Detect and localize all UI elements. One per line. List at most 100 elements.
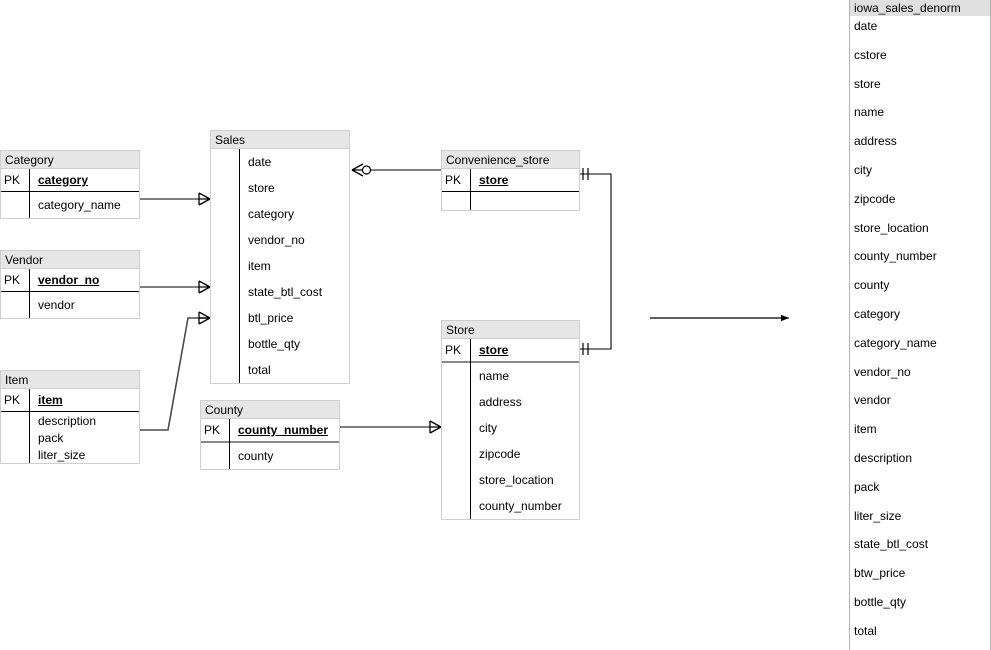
pk-separator: [442, 361, 579, 363]
denorm-column-item[interactable]: vendor_no: [854, 364, 911, 379]
pk-separator: [1, 291, 139, 292]
denorm-column-item[interactable]: category: [854, 306, 901, 321]
denorm-panel-title: iowa_sales_denorm: [850, 0, 990, 16]
denorm-column-item[interactable]: name: [854, 105, 885, 120]
primary-key-row: PK store: [442, 339, 579, 361]
attribute-row: vendor: [1, 292, 139, 318]
attribute-name: county: [238, 449, 274, 463]
entity-body-store: PK store name address city zipcode store_locat…: [442, 339, 579, 519]
attribute-row: item: [211, 253, 349, 279]
attribute-row: city: [442, 415, 579, 441]
pk-field-name: county_number: [238, 423, 329, 437]
entity-title-category: Category: [1, 151, 139, 169]
denorm-column-item[interactable]: btw_price: [854, 566, 906, 581]
attribute-name: name: [479, 369, 510, 383]
attribute-row: address: [442, 389, 579, 415]
denorm-column-item[interactable]: item: [854, 422, 877, 437]
attribute-row: [442, 192, 579, 210]
attribute-name: btl_price: [248, 311, 294, 325]
attribute-row: category: [211, 201, 349, 227]
pk-field-name: store: [479, 343, 509, 357]
attribute-row: county_number: [442, 493, 579, 519]
attribute-name: store: [248, 181, 275, 195]
denorm-column-item[interactable]: category_name: [854, 335, 937, 350]
pk-field-name: vendor_no: [38, 273, 100, 287]
pk-separator: [1, 411, 139, 412]
attribute-name: bottle_qty: [248, 337, 301, 351]
attribute-row: county: [201, 443, 339, 469]
attribute-name: category: [248, 207, 295, 221]
attribute-name: item: [248, 259, 271, 273]
entity-body-category: PK category category_name: [1, 169, 139, 218]
attribute-row: store_location: [442, 467, 579, 493]
attribute-name: zipcode: [479, 447, 521, 461]
attribute-row: date: [211, 149, 349, 175]
attribute-row: state_btl_cost: [211, 279, 349, 305]
attribute-row: store: [211, 175, 349, 201]
attribute-name: pack: [38, 430, 64, 445]
relationship-connector-layer: [140, 163, 789, 434]
relationship-category-to-sales: [140, 192, 211, 206]
denorm-column-item[interactable]: vendor: [854, 393, 891, 408]
denormalized-table-panel[interactable]: iowa_sales_denorm date cstore store name add…: [849, 0, 991, 650]
denorm-column-item[interactable]: description: [854, 450, 913, 465]
attribute-name: vendor_no: [248, 233, 305, 247]
attribute-row: btl_price: [211, 305, 349, 331]
pk-marker: PK: [445, 343, 462, 357]
entity-title-vendor: Vendor: [1, 251, 139, 269]
denorm-column-item[interactable]: pack: [854, 479, 880, 494]
denorm-column-item[interactable]: county_number: [854, 249, 937, 264]
primary-key-row: PK category: [1, 169, 139, 191]
denorm-column-item[interactable]: liter_size: [854, 508, 902, 523]
primary-key-row: PK vendor_no: [1, 269, 139, 291]
entity-title-convenience_store: Convenience_store: [442, 151, 579, 169]
denorm-column-list: date cstore store name address city zipcode sto…: [850, 16, 990, 650]
attribute-name: city: [479, 421, 497, 435]
denorm-column-item[interactable]: date: [854, 19, 878, 33]
denorm-column-item[interactable]: city: [854, 162, 872, 177]
attribute-row: pack: [1, 429, 139, 446]
attribute-name: vendor: [38, 298, 75, 312]
denorm-column-item[interactable]: zipcode: [854, 191, 896, 206]
denorm-column-item[interactable]: address: [854, 134, 897, 149]
attribute-row: category_name: [1, 192, 139, 218]
attribute-row: vendor_no: [211, 227, 349, 253]
denorm-column-item[interactable]: state_btl_cost: [854, 537, 929, 552]
pk-marker: PK: [4, 273, 21, 287]
attribute-name: store_location: [479, 473, 554, 487]
denorm-column-item[interactable]: cstore: [854, 47, 887, 62]
pk-marker: PK: [4, 173, 21, 187]
attribute-row: description: [1, 412, 139, 429]
primary-key-row: PK county_number: [201, 419, 339, 441]
attribute-name: address: [479, 395, 522, 409]
pk-separator: [442, 191, 579, 192]
pk-marker: PK: [445, 173, 462, 187]
attribute-row: name: [442, 363, 579, 389]
denorm-column-item[interactable]: store: [854, 76, 881, 91]
entity-title-item: Item: [1, 371, 139, 389]
denorm-column-item[interactable]: total: [854, 623, 877, 638]
attribute-name: date: [248, 155, 272, 169]
pk-separator: [201, 441, 339, 443]
pk-separator: [1, 191, 139, 192]
denorm-column-item[interactable]: county: [854, 278, 890, 293]
relationship-vendor-to-sales: [140, 280, 211, 294]
attribute-name: liter_size: [38, 447, 86, 462]
denorm-column-item[interactable]: bottle_qty: [854, 594, 907, 609]
attribute-name: description: [38, 413, 97, 428]
pk-marker: PK: [204, 423, 221, 437]
pk-field-name: category: [38, 173, 89, 187]
denorm-column-item[interactable]: store_location: [854, 220, 929, 235]
